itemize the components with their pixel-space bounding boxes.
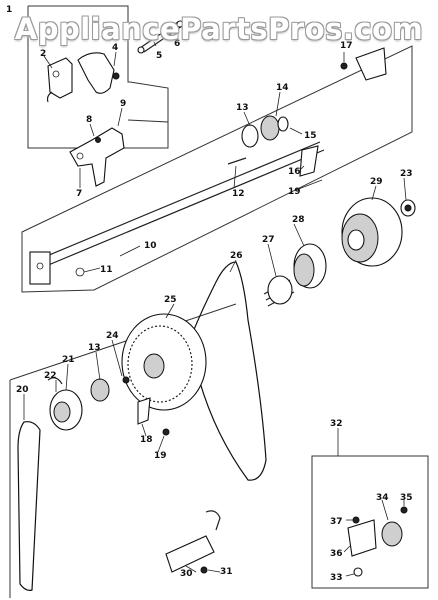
label-8: 8 xyxy=(86,115,92,125)
label-2: 2 xyxy=(40,49,46,59)
part-21-gear xyxy=(47,377,83,431)
part-28-drum xyxy=(293,243,327,289)
part-26-belt xyxy=(189,261,267,481)
label-23: 23 xyxy=(400,169,413,179)
part-20-belt xyxy=(17,421,41,591)
label-7: 7 xyxy=(76,189,82,199)
inset-frame-32 xyxy=(311,455,429,589)
label-14: 14 xyxy=(276,83,289,93)
label-1: 1 xyxy=(6,5,12,15)
label-30: 30 xyxy=(180,569,193,579)
label-36: 36 xyxy=(330,549,343,559)
label-35: 35 xyxy=(400,493,413,503)
part-9-lever xyxy=(69,127,125,187)
part-16-bracket xyxy=(299,145,319,177)
label-34: 34 xyxy=(376,493,389,503)
part-23-screw xyxy=(400,199,416,217)
part-13-lower-bushing xyxy=(90,378,110,402)
label-24: 24 xyxy=(106,331,119,341)
label-9: 9 xyxy=(120,99,126,109)
label-13: 13 xyxy=(236,103,249,113)
label-19b: 19 xyxy=(154,451,167,461)
label-11: 11 xyxy=(100,265,113,275)
part-10-shaft xyxy=(29,141,325,285)
part-27-spring xyxy=(263,275,295,307)
label-6: 6 xyxy=(174,39,180,49)
label-37: 37 xyxy=(330,517,343,527)
part-18-bracket xyxy=(137,397,151,425)
label-20: 20 xyxy=(16,385,29,395)
label-25: 25 xyxy=(164,295,177,305)
part-24-washer xyxy=(122,376,130,384)
label-19: 19 xyxy=(288,187,301,197)
label-5: 5 xyxy=(156,51,162,61)
part-19-screw xyxy=(162,428,170,436)
label-12: 12 xyxy=(232,189,245,199)
label-22: 22 xyxy=(44,371,57,381)
label-32: 32 xyxy=(330,419,343,429)
part-29-pulley xyxy=(341,197,403,267)
label-26: 26 xyxy=(230,251,243,261)
label-17: 17 xyxy=(340,41,353,51)
part-17-gear-end xyxy=(340,47,387,81)
label-27: 27 xyxy=(262,235,275,245)
label-31: 31 xyxy=(220,567,233,577)
shaft-panel-frame xyxy=(21,45,413,293)
label-15: 15 xyxy=(304,131,317,141)
part-2-bracket xyxy=(46,57,73,103)
label-18: 18 xyxy=(140,435,153,445)
label-29: 29 xyxy=(370,177,383,187)
inset-frame-upper xyxy=(27,5,169,149)
label-16: 16 xyxy=(288,167,301,177)
label-4: 4 xyxy=(112,43,118,53)
part-4-clip xyxy=(77,52,120,94)
watermark-logo: AppliancePartsPros.com xyxy=(14,12,424,46)
part-30-switch xyxy=(165,510,221,574)
label-21: 21 xyxy=(62,355,75,365)
leader-lines xyxy=(23,33,407,577)
part-25-gear xyxy=(121,313,207,411)
label-28: 28 xyxy=(292,215,305,225)
part-12-pin xyxy=(227,157,247,165)
part-32-assembly xyxy=(347,506,408,577)
label-13b: 13 xyxy=(88,343,101,353)
label-10: 10 xyxy=(144,241,157,251)
lower-panel-frame xyxy=(9,303,237,598)
part-13-14-bushing xyxy=(241,115,289,148)
part-5-pin xyxy=(137,20,184,54)
label-33: 33 xyxy=(330,573,343,583)
